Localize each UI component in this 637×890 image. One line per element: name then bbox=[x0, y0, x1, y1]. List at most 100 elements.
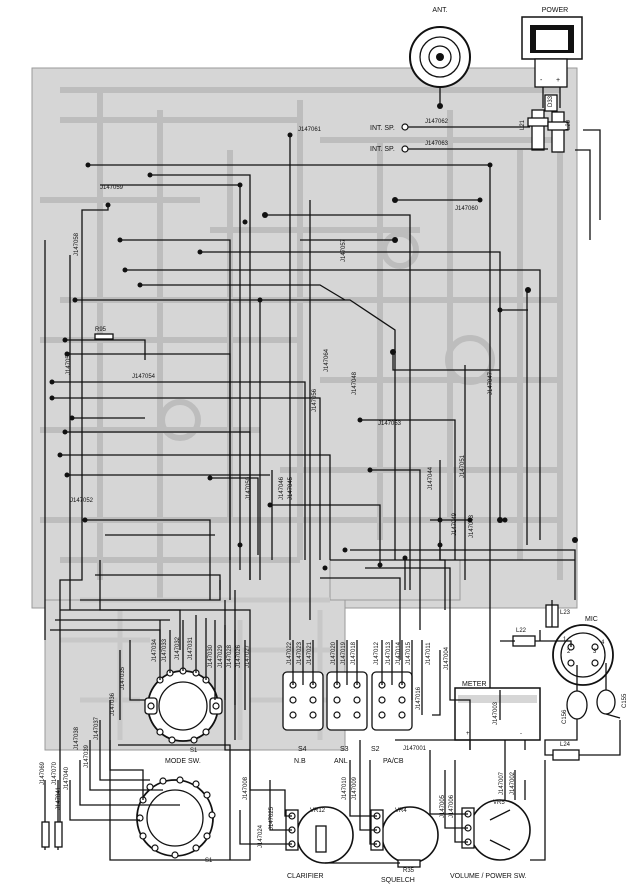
vr5-label: VR5 bbox=[493, 800, 505, 806]
wire-j147031: J147031 bbox=[188, 636, 194, 660]
wire-j147059: J147059 bbox=[100, 185, 124, 191]
wire-j147002: J147002 bbox=[510, 771, 516, 795]
r35-label: R35 bbox=[403, 868, 415, 874]
wire-j147026: J147026 bbox=[236, 644, 242, 668]
junction-dots bbox=[49, 132, 578, 571]
wire-j147012: J147012 bbox=[374, 641, 380, 665]
s4-name: N.B bbox=[294, 758, 306, 765]
wire-j147036: J147036 bbox=[110, 692, 116, 716]
wire-j147008: J147008 bbox=[243, 776, 249, 800]
wire-j147049: J147049 bbox=[452, 512, 458, 536]
wire-j147032: J147032 bbox=[175, 636, 181, 660]
wire-j147051: J147051 bbox=[460, 454, 466, 478]
wire-j147055: J147055 bbox=[66, 351, 72, 375]
meter-label: METER bbox=[462, 681, 487, 688]
wire-j147060: J147060 bbox=[455, 206, 479, 212]
wire-j147044: J147044 bbox=[428, 466, 434, 490]
wire-j147069: J147069 bbox=[40, 761, 46, 785]
wire-j147015: J147015 bbox=[406, 641, 412, 665]
choke-l20 bbox=[547, 111, 569, 153]
mic-label: MIC bbox=[585, 616, 598, 623]
antenna-label: ANT. bbox=[432, 7, 447, 14]
vr12-label: VR12 bbox=[310, 808, 326, 814]
d33-label: D33 bbox=[548, 95, 554, 107]
resistor-r95 bbox=[94, 333, 114, 340]
wire-j147052: J147052 bbox=[70, 498, 94, 504]
wire-j147035: J147035 bbox=[120, 666, 126, 690]
wire-j147048: J147048 bbox=[352, 371, 358, 395]
l23-label: L23 bbox=[560, 610, 571, 616]
c156-label: C156 bbox=[562, 709, 568, 724]
wire-j147041: J147041 bbox=[56, 786, 62, 810]
mic-pin-3: 3 bbox=[593, 649, 597, 655]
mic-pin-2: 2 bbox=[567, 649, 571, 655]
mode-switch-s1 bbox=[144, 667, 223, 744]
switch-s3 bbox=[326, 671, 368, 731]
mode-switch-lower-wafer bbox=[136, 776, 216, 859]
wire-j147004: J147004 bbox=[444, 646, 450, 670]
squelch-label: SQUELCH bbox=[381, 877, 415, 884]
s1-label: S1 bbox=[190, 748, 198, 754]
meter-plus: + bbox=[466, 731, 470, 737]
meter-minus: - bbox=[520, 731, 522, 737]
s1-lower-label: S1 bbox=[205, 858, 213, 864]
power-label: POWER bbox=[542, 7, 568, 14]
wire-j147047: J147047 bbox=[488, 371, 494, 395]
wire-j147043: J147043 bbox=[469, 514, 475, 538]
wire-j147046: J147046 bbox=[279, 476, 285, 500]
s3-label: S3 bbox=[340, 746, 349, 753]
wire-j147033: J147033 bbox=[162, 638, 168, 662]
wire-j147021: J147021 bbox=[307, 641, 313, 665]
wire-j147024: J147024 bbox=[258, 824, 264, 848]
mic-pin-1: 1 bbox=[563, 637, 567, 643]
wire-j147057: J147057 bbox=[341, 238, 347, 262]
capacitor-c155 bbox=[596, 689, 616, 715]
clarifier-label: CLARIFIER bbox=[287, 873, 324, 880]
wire-j147003: J147003 bbox=[493, 701, 499, 725]
switch-s2 bbox=[371, 671, 413, 731]
wire-j147038: J147038 bbox=[74, 726, 80, 750]
c155-label: C155 bbox=[622, 693, 628, 708]
s4-label: S4 bbox=[298, 746, 307, 753]
wire-j147045: J147045 bbox=[288, 476, 294, 500]
connector-j147069 bbox=[41, 821, 50, 848]
choke-l22 bbox=[512, 635, 536, 647]
choke-l21 bbox=[527, 109, 549, 151]
switch-s4 bbox=[282, 671, 324, 731]
l24-label: L24 bbox=[560, 742, 571, 748]
volume-label: VOLUME / POWER SW. bbox=[450, 873, 527, 880]
wire-j147019: J147019 bbox=[341, 641, 347, 665]
l22-label: L22 bbox=[516, 628, 527, 634]
int-sp-label-2: INT. SP. bbox=[370, 146, 395, 153]
power-connector bbox=[521, 16, 583, 108]
int-sp-pad-2 bbox=[401, 145, 409, 153]
wire-j147056: J147056 bbox=[312, 388, 318, 412]
vr4-label: VR4 bbox=[395, 808, 407, 814]
wire-j147039: J147039 bbox=[84, 744, 90, 768]
s2-name: PA/CB bbox=[383, 758, 404, 765]
wire-j147028: J147028 bbox=[227, 644, 233, 668]
int-sp-pad-1 bbox=[401, 123, 409, 131]
wire-j147011: J147011 bbox=[426, 642, 432, 665]
wire-j147053: J147053 bbox=[378, 421, 402, 427]
l21-label: L21 bbox=[520, 119, 526, 130]
wire-j147023: J147023 bbox=[297, 641, 303, 665]
power-plus: + bbox=[556, 77, 560, 84]
wire-j147063: J147063 bbox=[425, 141, 449, 147]
wire-j147037: J147037 bbox=[94, 716, 100, 740]
wire-j147016: J147016 bbox=[416, 686, 422, 710]
wire-j147018: J147018 bbox=[351, 641, 357, 665]
wire-j147001: J147001 bbox=[403, 746, 427, 752]
harness-wires bbox=[44, 135, 576, 840]
mic-connector bbox=[552, 624, 614, 686]
wire-j147009: J147009 bbox=[352, 776, 358, 800]
int-sp-label-1: INT. SP. bbox=[370, 125, 395, 132]
mode-switch-label: MODE SW. bbox=[165, 758, 201, 765]
connector-j147070 bbox=[54, 821, 63, 848]
wire-j147034: J147034 bbox=[152, 638, 158, 662]
wire-j147029: J147029 bbox=[218, 644, 224, 668]
power-minus: - bbox=[540, 77, 543, 84]
antenna-connector bbox=[409, 26, 471, 109]
s3-name: ANL bbox=[334, 758, 348, 765]
